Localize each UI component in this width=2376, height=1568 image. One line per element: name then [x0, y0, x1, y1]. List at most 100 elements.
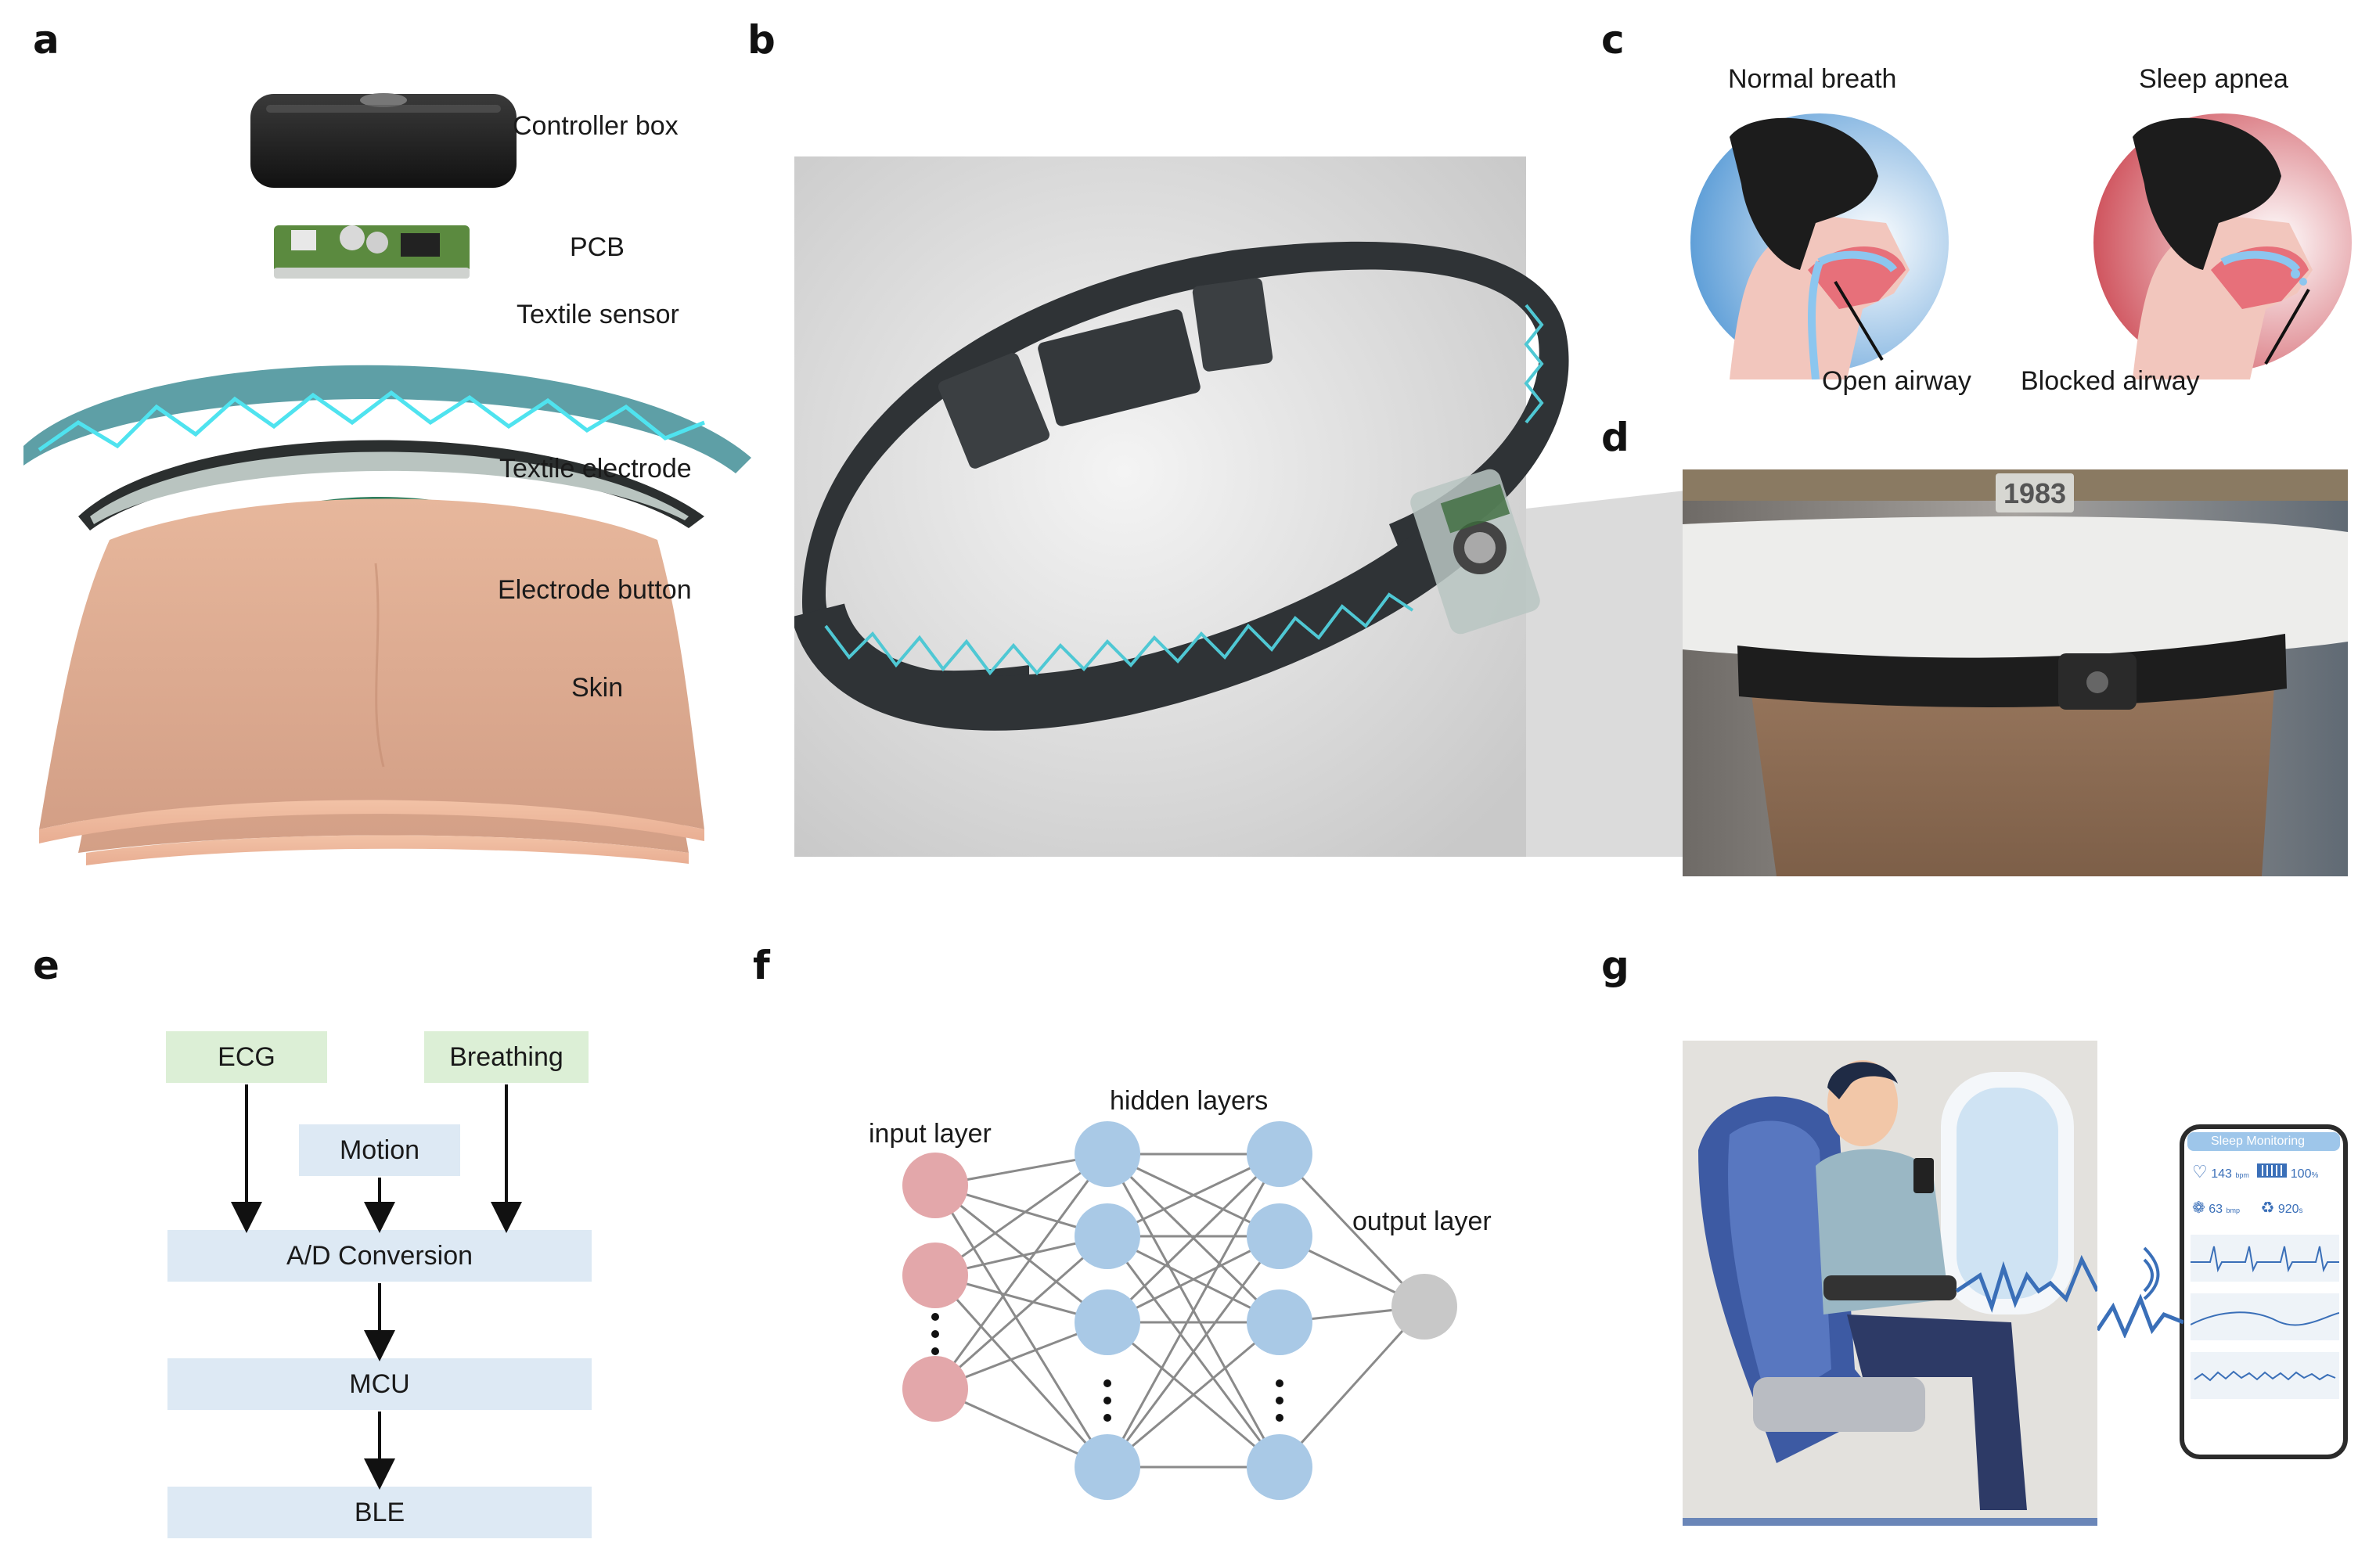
normal-breath-title: Normal breath	[1728, 64, 1897, 94]
nn-connection	[934, 1153, 1109, 1390]
breath-rate-row: ❁ 63 bmp ♻ 920s	[2192, 1198, 2341, 1221]
sleep-apnea-title: Sleep apnea	[2139, 64, 2288, 94]
nn-connection	[1106, 1153, 1281, 1324]
ecg-input-box: ECG	[166, 1031, 327, 1083]
output-node	[1391, 1274, 1457, 1340]
open-airway-caption: Open airway	[1822, 366, 1971, 396]
battery-unit: %	[2311, 1171, 2319, 1180]
output-layer-label: output layer	[1352, 1207, 1492, 1236]
wall-tag-number: 1983	[2003, 477, 2066, 509]
hidden-node-l2	[1247, 1434, 1312, 1500]
input-layer-label: input layer	[869, 1119, 992, 1149]
textile-sensor	[23, 365, 751, 473]
lungs-icon: ❁	[2192, 1199, 2205, 1217]
pcb-board	[274, 225, 470, 279]
textile-electrode	[78, 440, 704, 530]
phone-title-bar: Sleep Monitoring	[2187, 1132, 2340, 1151]
nn-connection	[934, 1153, 1108, 1277]
normal-airway-illustration	[1690, 113, 1949, 379]
flow-arrows	[231, 1084, 522, 1490]
nn-connection	[934, 1185, 1109, 1468]
input-node	[902, 1356, 968, 1422]
layer-label-textile-sensor: Textile sensor	[517, 300, 679, 329]
panel-letter-d: d	[1601, 415, 1629, 460]
panel-letter-e: e	[33, 943, 59, 988]
battery-value: 100	[2290, 1167, 2312, 1181]
duration-value: 920	[2277, 1203, 2299, 1216]
neural-network-diagram	[902, 1121, 1457, 1500]
controller-box	[250, 93, 517, 188]
ellipsis-dot	[931, 1313, 939, 1321]
ecg-label: ECG	[218, 1041, 275, 1072]
panel-letter-c: c	[1601, 17, 1625, 63]
input-node	[902, 1153, 968, 1218]
hidden-node-l2	[1247, 1289, 1312, 1355]
ellipsis-dot	[1276, 1397, 1283, 1404]
skin-layer	[39, 498, 704, 865]
motion-input-box: Motion	[299, 1124, 460, 1176]
panel-letter-b: b	[747, 17, 776, 63]
heart-rate-value: 143	[2211, 1167, 2232, 1181]
sensor-pod	[1410, 469, 1540, 635]
ellipsis-dot	[931, 1330, 939, 1338]
nn-connection	[1106, 1153, 1281, 1468]
ellipsis-dot	[931, 1347, 939, 1355]
hidden-node-l1	[1075, 1121, 1140, 1187]
chest-band-render	[794, 156, 1733, 857]
heart-icon: ♡	[2192, 1162, 2208, 1181]
ecg-trace	[2191, 1235, 2339, 1282]
exploded-layers-illustration	[23, 93, 751, 865]
nn-connection	[934, 1274, 1109, 1469]
ad-conversion-box: A/D Conversion	[167, 1230, 592, 1282]
blocked-airway-caption: Blocked airway	[2021, 366, 2200, 396]
layer-label-controller-box: Controller box	[513, 111, 679, 141]
mcu-box: MCU	[167, 1358, 592, 1410]
phone-title: Sleep Monitoring	[2211, 1135, 2306, 1148]
ellipsis-dot	[1103, 1397, 1111, 1404]
breathing-label: Breathing	[449, 1041, 563, 1072]
motion-trace	[2191, 1352, 2339, 1399]
sleep-icon: ♻	[2260, 1199, 2275, 1217]
breath-rate-value: 63	[2209, 1203, 2223, 1216]
layer-label-pcb: PCB	[570, 232, 625, 262]
nn-connection	[1278, 1305, 1426, 1469]
nn-connection	[934, 1184, 1108, 1324]
blocked-airway-illustration	[2093, 113, 2352, 379]
ble-label: BLE	[354, 1497, 405, 1527]
hidden-layers-label: hidden layers	[1110, 1086, 1269, 1116]
heart-rate-row: ♡ 143 bpm 100%	[2192, 1162, 2341, 1185]
panel-letter-a: a	[33, 17, 59, 63]
breathing-input-box: Breathing	[424, 1031, 589, 1083]
layer-label-electrode-button: Electrode button	[498, 575, 692, 605]
breath-rate-unit: bmp	[2226, 1207, 2240, 1214]
ble-box: BLE	[167, 1487, 592, 1538]
nn-connection	[1106, 1235, 1281, 1468]
ad-conversion-label: A/D Conversion	[286, 1240, 473, 1271]
panel-letter-g: g	[1601, 943, 1629, 988]
motion-label: Motion	[339, 1135, 420, 1165]
hidden-node-l2	[1247, 1121, 1312, 1187]
ellipsis-dot	[1276, 1379, 1283, 1387]
phone-mockup: Sleep Monitoring ♡ 143 bpm 100% ❁ 63 bmp…	[2180, 1124, 2348, 1459]
ellipsis-dot	[1103, 1414, 1111, 1422]
hidden-node-l1	[1075, 1289, 1140, 1355]
hidden-node-l2	[1247, 1203, 1312, 1269]
ellipsis-dot	[1103, 1379, 1111, 1387]
heart-rate-unit: bpm	[2235, 1171, 2249, 1179]
panel-letter-f: f	[753, 943, 770, 988]
passenger-illustration	[1683, 1041, 2097, 1526]
ellipsis-dot	[1276, 1414, 1283, 1422]
nn-connection	[1107, 1321, 1280, 1469]
nn-connection	[934, 1235, 1108, 1390]
hidden-node-l1	[1075, 1434, 1140, 1500]
nn-connection	[1278, 1153, 1426, 1308]
hidden-node-l1	[1075, 1203, 1140, 1269]
mcu-label: MCU	[349, 1368, 410, 1399]
belt-strap	[794, 241, 1569, 731]
wireless-signal-icon	[2097, 1246, 2183, 1338]
input-node	[902, 1243, 968, 1308]
battery-icon	[2257, 1163, 2288, 1178]
layer-label-textile-electrode: Textile electrode	[499, 454, 692, 484]
duration-unit: s	[2299, 1207, 2303, 1215]
worn-device-photo: 1983	[1683, 469, 2348, 876]
